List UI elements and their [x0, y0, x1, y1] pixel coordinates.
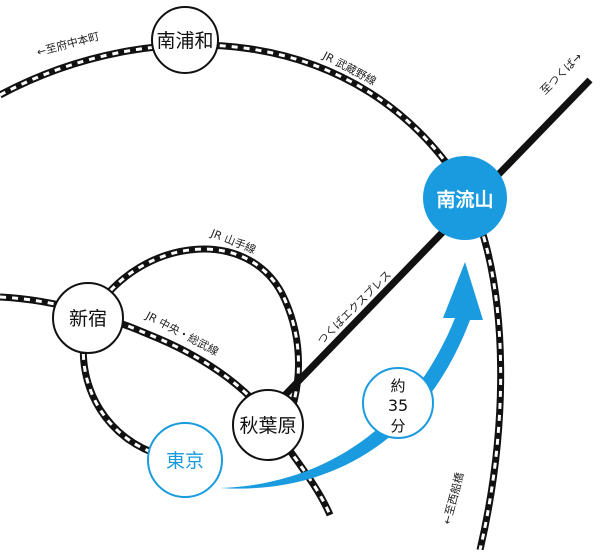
direction-to-nishifunabashi: ←至西船橋 — [439, 471, 466, 526]
station-tokyo-label: 東京 — [166, 450, 204, 472]
musashino-line — [0, 41, 505, 551]
station-shinjuku[interactable]: 新宿 — [52, 282, 124, 354]
station-minamiurawa[interactable]: 南浦和 — [151, 6, 219, 74]
station-tokyo[interactable]: 東京 — [147, 422, 223, 498]
label-tsukuba-express: つくばエクスプレス — [315, 268, 394, 347]
travel-time-prefix: 約 — [390, 377, 405, 395]
station-minami-nagareyama[interactable]: 南流山 — [423, 156, 507, 240]
station-akihabara[interactable]: 秋葉原 — [232, 389, 304, 461]
tsukuba-express-line — [282, 77, 593, 398]
travel-time-minutes: 35 — [388, 396, 408, 415]
route-arrow — [220, 262, 483, 489]
direction-to-fuchu: ←至府中本町 — [35, 29, 101, 59]
travel-time-badge: 約 35 分 — [362, 367, 434, 439]
station-minamiurawa-label: 南浦和 — [156, 30, 213, 52]
station-shinjuku-label: 新宿 — [69, 308, 107, 330]
travel-time-unit: 分 — [390, 417, 405, 435]
station-minami-nagareyama-label: 南流山 — [436, 188, 493, 211]
station-akihabara-label: 秋葉原 — [239, 415, 296, 437]
